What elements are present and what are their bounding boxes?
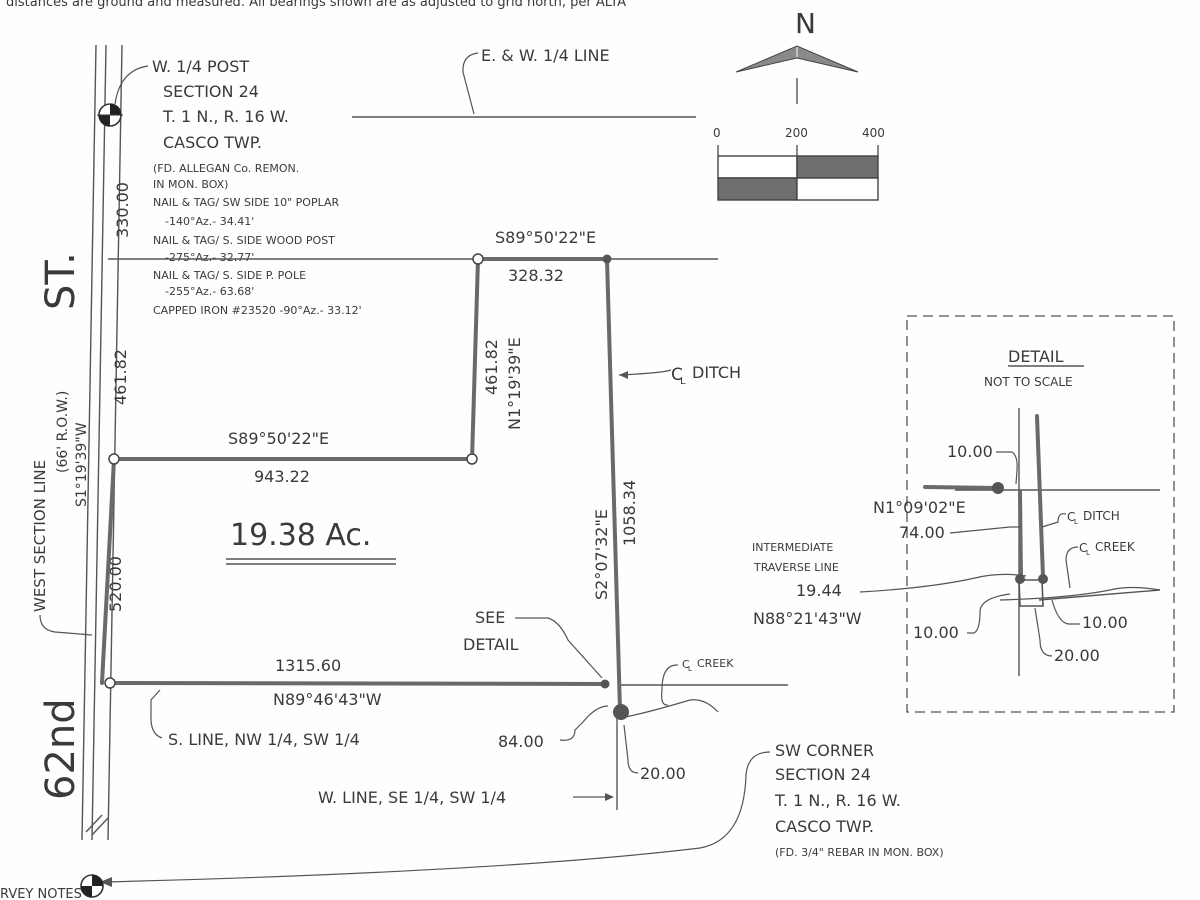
w-post-line-3: T. 1 N., R. 16 W. — [162, 107, 289, 126]
detail-creek-label: CREEK — [1095, 540, 1136, 554]
header-fragment: distances are ground and measured. All b… — [6, 0, 626, 10]
w-post-witness-4: -140°Az.- 34.41' — [165, 215, 254, 228]
corner-marker — [613, 704, 629, 720]
scale-tick-200: 200 — [785, 126, 808, 140]
s-line-label: S. LINE, NW 1/4, SW 1/4 — [168, 730, 360, 749]
detail-traverse-distance: 19.44 — [796, 581, 842, 600]
ew-quarter-line-label: E. & W. 1/4 LINE — [481, 46, 610, 65]
see-detail-line-2: DETAIL — [463, 635, 519, 654]
svg-text:C: C — [671, 365, 683, 385]
north-course-distance: 328.32 — [508, 266, 564, 285]
detail-dim-left: 10.00 — [913, 623, 959, 642]
scale-tick-0: 0 — [713, 126, 721, 140]
detail-dim-top: 10.00 — [947, 442, 993, 461]
w-post-line-2: SECTION 24 — [163, 82, 259, 101]
creek-label: CREEK — [697, 657, 734, 670]
mid-course-bearing: S89°50'22"E — [228, 429, 329, 448]
detail-dim-bottom: 20.00 — [1054, 646, 1100, 665]
ditch-label: DITCH — [692, 363, 741, 382]
corner-marker — [104, 677, 116, 689]
w-post-witness-2: IN MON. BOX) — [153, 178, 228, 191]
centerline-icon: C L — [1067, 510, 1078, 526]
jog-course-distance: 461.82 — [482, 339, 501, 395]
scale-bar: 0 200 400 — [713, 126, 885, 201]
road-dim-520: 520.00 — [106, 556, 125, 612]
jog-course-bearing: N1°19'39"E — [505, 337, 524, 430]
svg-text:L: L — [688, 665, 692, 673]
detail-dim-right: 10.00 — [1082, 613, 1128, 632]
centerline-icon: C L — [1079, 541, 1090, 557]
parcel-boundary — [100, 257, 622, 712]
w-post-witness-1: (FD. ALLEGAN Co. REMON. — [153, 162, 299, 175]
svg-text:L: L — [1086, 549, 1090, 557]
mid-course-distance: 943.22 — [254, 467, 310, 486]
south-course-distance: 1315.60 — [275, 656, 341, 675]
w-post-witness-8: -255°Az.- 63.68' — [165, 285, 254, 298]
w-post-witness-9: CAPPED IRON #23520 -90°Az.- 33.12' — [153, 304, 362, 317]
west-line-bearing: S1°19'39"W — [74, 422, 90, 507]
road-lines — [81, 44, 123, 841]
corner-marker — [602, 254, 612, 264]
detail-ditch-label: DITCH — [1083, 509, 1120, 523]
scale-tick-400: 400 — [862, 126, 885, 140]
centerline-icon: C L — [671, 365, 686, 387]
w-post-witness-6: -275°Az.- 32.77' — [165, 251, 254, 264]
north-letter: N — [795, 7, 816, 40]
svg-text:C: C — [1079, 541, 1087, 555]
detail-traverse-line-1: INTERMEDIATE — [752, 541, 833, 554]
dim-20: 20.00 — [640, 764, 686, 783]
w-post-line-4: CASCO TWP. — [163, 133, 262, 152]
sw-corner-line-4: CASCO TWP. — [775, 817, 874, 836]
north-course-bearing: S89°50'22"E — [495, 228, 596, 247]
centerline-icon: C L — [682, 658, 692, 673]
w-line-label: W. LINE, SE 1/4, SW 1/4 — [318, 788, 506, 807]
w-post-witness-5: NAIL & TAG/ S. SIDE WOOD POST — [153, 234, 335, 247]
detail-subtitle: NOT TO SCALE — [984, 375, 1073, 389]
east-course-distance: 1058.34 — [620, 480, 639, 546]
w-post-witness-3: NAIL & TAG/ SW SIDE 10" POPLAR — [153, 196, 340, 209]
w-post-line-1: W. 1/4 POST — [152, 57, 249, 76]
sw-corner-line-2: SECTION 24 — [775, 765, 871, 784]
road-name-bottom: 62nd — [38, 698, 84, 800]
road-dim-461: 461.82 — [111, 349, 130, 405]
detail-inset: DETAIL NOT TO SCALE 10.00 N1°09'02"E 74.… — [752, 315, 1175, 713]
sw-corner-note: (FD. 3/4" REBAR IN MON. BOX) — [775, 846, 944, 859]
svg-text:L: L — [680, 376, 686, 387]
corner-marker — [108, 453, 120, 465]
svg-text:C: C — [1067, 510, 1075, 524]
detail-distance: 74.00 — [899, 523, 945, 542]
north-arrow-icon: N — [735, 7, 859, 104]
south-course-bearing: N89°46'43"W — [273, 690, 382, 709]
w-post-witness-7: NAIL & TAG/ S. SIDE P. POLE — [153, 269, 306, 282]
detail-title: DETAIL — [1008, 347, 1064, 366]
corner-marker — [472, 253, 484, 265]
w-quarter-post-monument-icon — [97, 103, 123, 127]
dim-84: 84.00 — [498, 732, 544, 751]
svg-text:C: C — [682, 658, 690, 671]
corner-marker — [600, 679, 610, 689]
row-width-label: (66' R.O.W.) — [55, 391, 71, 473]
corner-marker — [466, 453, 478, 465]
west-section-line-label: WEST SECTION LINE — [31, 460, 49, 612]
sw-corner-monument-icon — [80, 874, 104, 898]
road-name-top: ST. — [38, 252, 84, 310]
svg-text:L: L — [1074, 518, 1078, 526]
detail-traverse-line-2: TRAVERSE LINE — [753, 561, 839, 574]
detail-bearing: N1°09'02"E — [873, 498, 966, 517]
see-detail-line-1: SEE — [475, 608, 505, 627]
footer-fragment: RVEY NOTES — [0, 887, 82, 900]
sw-corner-line-3: T. 1 N., R. 16 W. — [774, 791, 901, 810]
detail-traverse-bearing: N88°21'43"W — [753, 609, 862, 628]
parcel-area: 19.38 Ac. — [230, 518, 371, 553]
east-course-bearing: S2°07'32"E — [592, 509, 611, 600]
sw-corner-line-1: SW CORNER — [775, 741, 874, 760]
road-dim-330: 330.00 — [113, 182, 132, 238]
